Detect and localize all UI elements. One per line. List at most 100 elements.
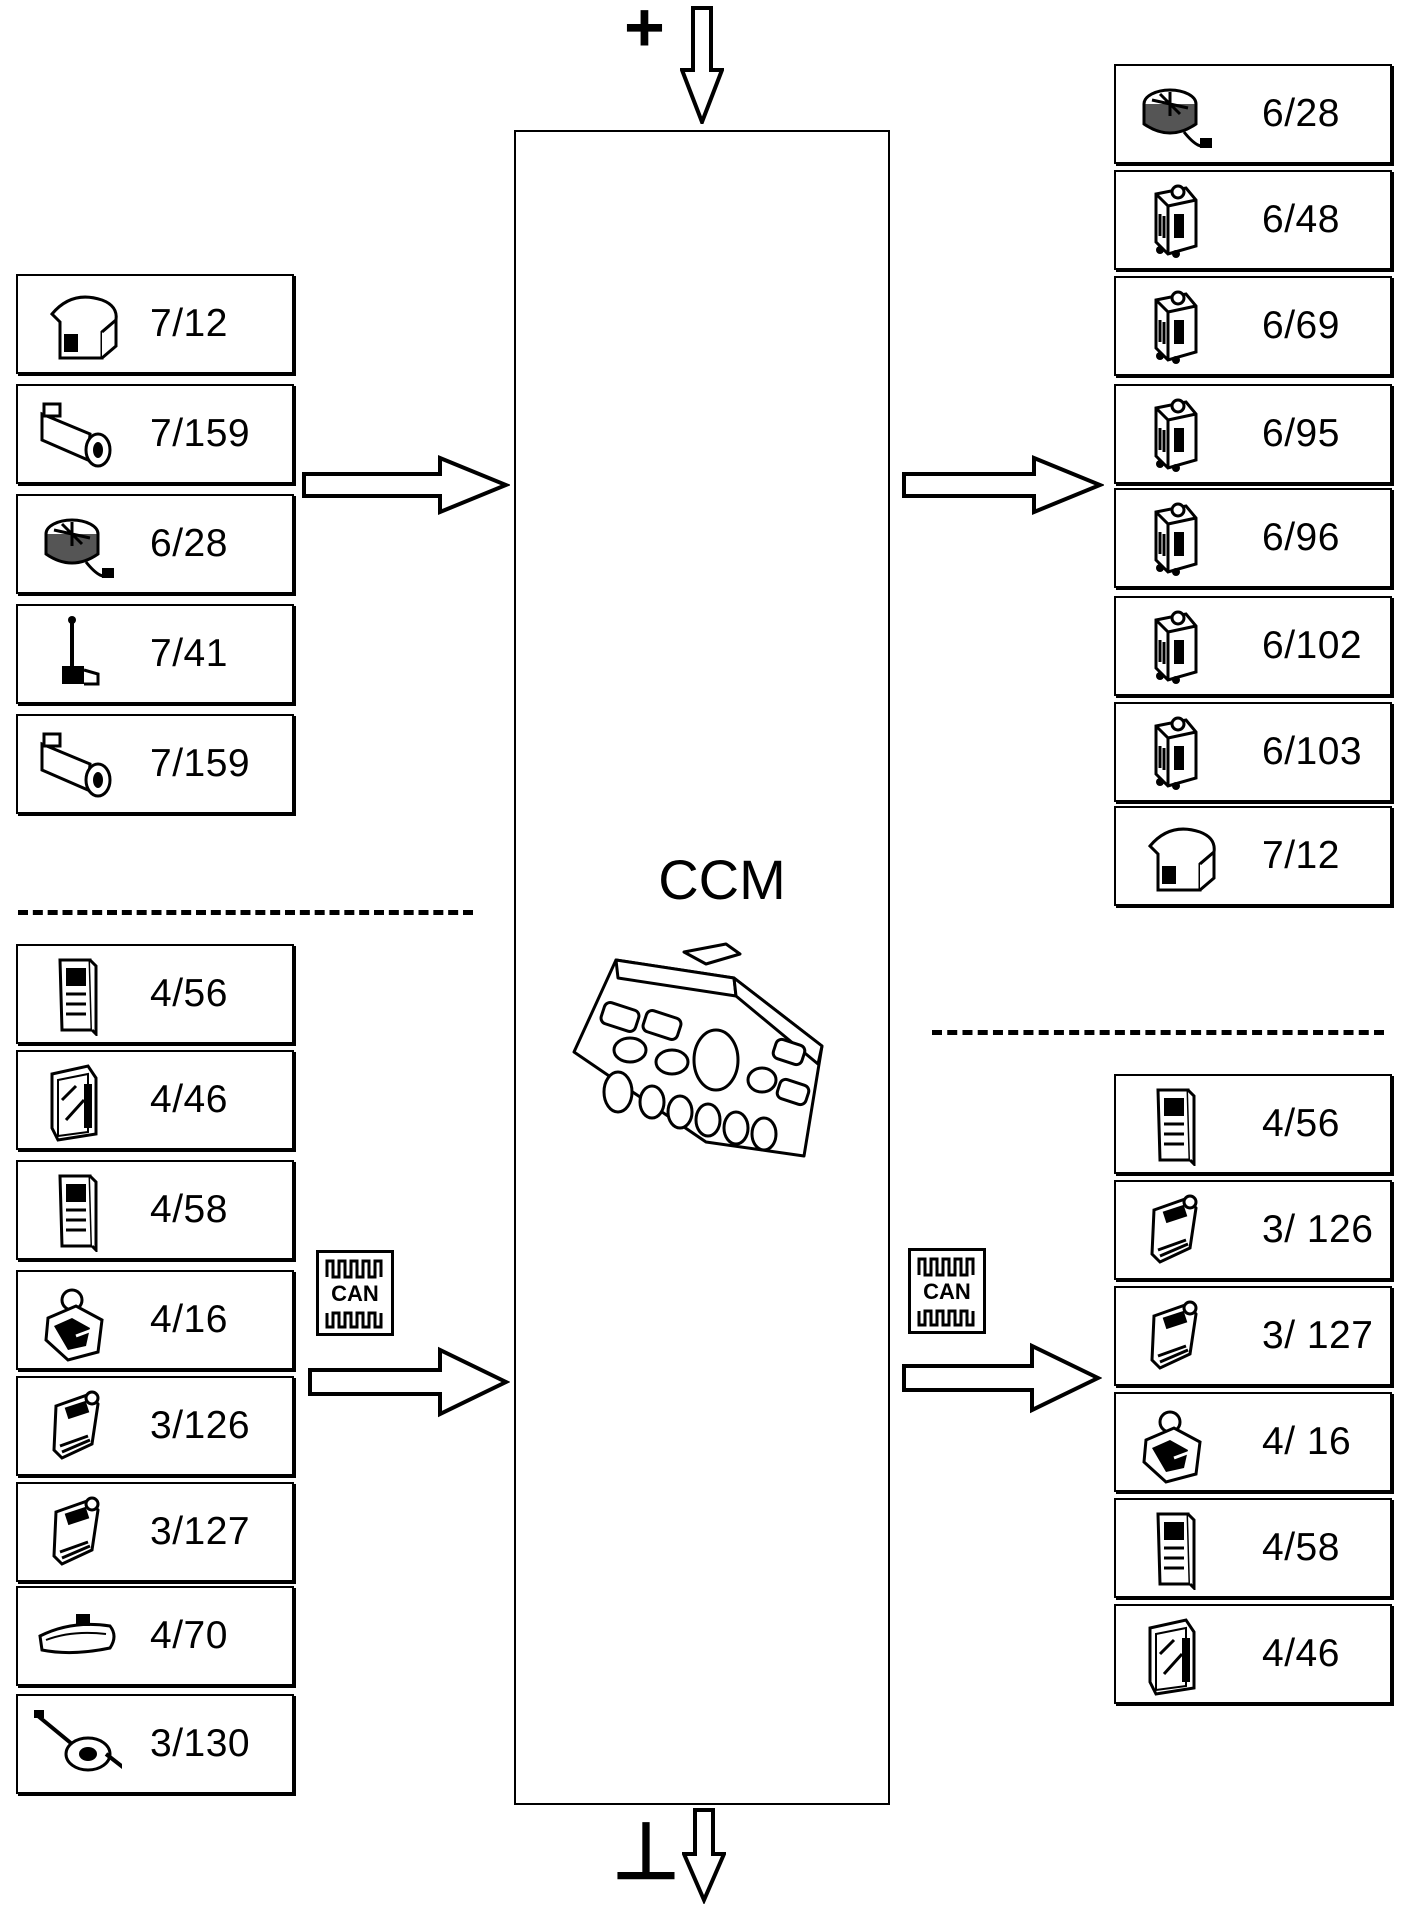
control-module-icon [32,1060,122,1142]
right-separator [932,1030,1384,1035]
right-output-component-box: 6/48 [1114,170,1392,270]
right-output-component-box: 6/69 [1114,276,1392,376]
left-input-component-box: 7/159 [16,384,294,484]
module-unit-icon [32,954,122,1036]
left-can-component-box: 4/16 [16,1270,294,1370]
component-code: 6/28 [150,522,228,565]
component-code: 3/126 [150,1404,251,1447]
component-code: 7/159 [150,742,251,785]
component-code: 4/46 [1262,1632,1340,1675]
right-output-component-box: 6/103 [1114,702,1392,802]
left-input-arrow [302,455,510,515]
switch-module-icon [32,1492,122,1574]
left-can-component-box: 4/46 [16,1050,294,1150]
can-signal-bottom-icon [325,1311,383,1329]
ccm-label: CCM [658,848,786,911]
component-code: 6/28 [1262,92,1340,135]
can-bus-badge-right: CAN [908,1248,986,1334]
component-code: 7/41 [150,632,228,675]
right-can-arrow [902,1342,1102,1414]
left-can-component-box: 4/58 [16,1160,294,1260]
ground-symbol: ⊥ [612,1807,680,1895]
control-module-icon [1130,1614,1220,1696]
damper-motor-icon [1130,286,1220,368]
left-can-arrow [308,1346,510,1418]
component-code: 4/58 [1262,1526,1340,1569]
right-can-component-box: 4/ 16 [1114,1392,1392,1492]
steering-switch-icon [32,1704,122,1786]
blower-motor-icon [1130,74,1220,156]
component-code: 3/ 126 [1262,1208,1374,1251]
component-code: 4/ 16 [1262,1420,1352,1463]
right-can-component-box: 4/56 [1114,1074,1392,1174]
component-code: 4/56 [150,972,228,1015]
left-input-component-box: 7/41 [16,604,294,704]
damper-motor-icon [1130,180,1220,262]
left-input-component-box: 7/12 [16,274,294,374]
right-can-component-box: 4/46 [1114,1604,1392,1704]
module-unit-icon [1130,1508,1220,1590]
right-output-component-box: 6/28 [1114,64,1392,164]
right-output-component-box: 6/95 [1114,384,1392,484]
left-input-component-box: 7/159 [16,714,294,814]
right-output-arrow [902,455,1104,515]
right-output-component-box: 6/102 [1114,596,1392,696]
module-unit-icon [1130,1084,1220,1166]
engine-module-icon [32,1280,122,1362]
switch-module-icon [1130,1190,1220,1272]
left-input-component-box: 6/28 [16,494,294,594]
can-label-left: CAN [331,1281,379,1306]
power-plus-symbol: + [624,0,665,66]
component-code: 4/58 [150,1188,228,1231]
engine-module-icon [1130,1402,1220,1484]
can-signal-bottom-icon [917,1309,975,1327]
component-code: 6/103 [1262,730,1363,773]
component-code: 4/56 [1262,1102,1340,1145]
ccm-module-block: CCM [514,130,890,1805]
right-output-component-box: 7/12 [1114,806,1392,906]
component-code: 4/46 [150,1078,228,1121]
component-code: 6/95 [1262,412,1340,455]
damper-motor-icon [1130,606,1220,688]
component-code: 7/12 [150,302,228,345]
right-can-component-box: 3/ 127 [1114,1286,1392,1386]
probe-sensor-icon [32,614,122,696]
right-can-component-box: 4/58 [1114,1498,1392,1598]
left-can-component-box: 3/126 [16,1376,294,1476]
tube-sensor-icon [32,394,122,476]
left-separator [18,910,473,915]
left-can-component-box: 4/56 [16,944,294,1044]
component-code: 7/159 [150,412,251,455]
component-code: 6/69 [1262,304,1340,347]
ground-output-arrow [682,1808,726,1904]
climate-control-panel-icon [572,942,824,1158]
component-code: 6/96 [1262,516,1340,559]
sensor-housing-icon [32,284,122,366]
left-can-component-box: 4/70 [16,1586,294,1686]
tube-sensor-icon [32,724,122,806]
right-output-component-box: 6/96 [1114,488,1392,588]
power-input-arrow [680,6,724,124]
mirror-module-icon [32,1596,122,1678]
component-code: 7/12 [1262,834,1340,877]
component-code: 6/48 [1262,198,1340,241]
blower-motor-icon [32,504,122,586]
switch-module-icon [1130,1296,1220,1378]
module-unit-icon [32,1170,122,1252]
can-signal-top-icon [917,1257,975,1277]
right-can-component-box: 3/ 126 [1114,1180,1392,1280]
damper-motor-icon [1130,394,1220,476]
left-can-component-box: 3/127 [16,1482,294,1582]
switch-module-icon [32,1386,122,1468]
component-code: 3/127 [150,1510,251,1553]
component-code: 3/ 127 [1262,1314,1374,1357]
component-code: 4/16 [150,1298,228,1341]
can-label-right: CAN [923,1279,971,1304]
damper-motor-icon [1130,712,1220,794]
component-code: 4/70 [150,1614,228,1657]
component-code: 6/102 [1262,624,1363,667]
left-can-component-box: 3/130 [16,1694,294,1794]
can-signal-top-icon [325,1259,383,1279]
damper-motor-icon [1130,498,1220,580]
sensor-housing-icon [1130,816,1220,898]
